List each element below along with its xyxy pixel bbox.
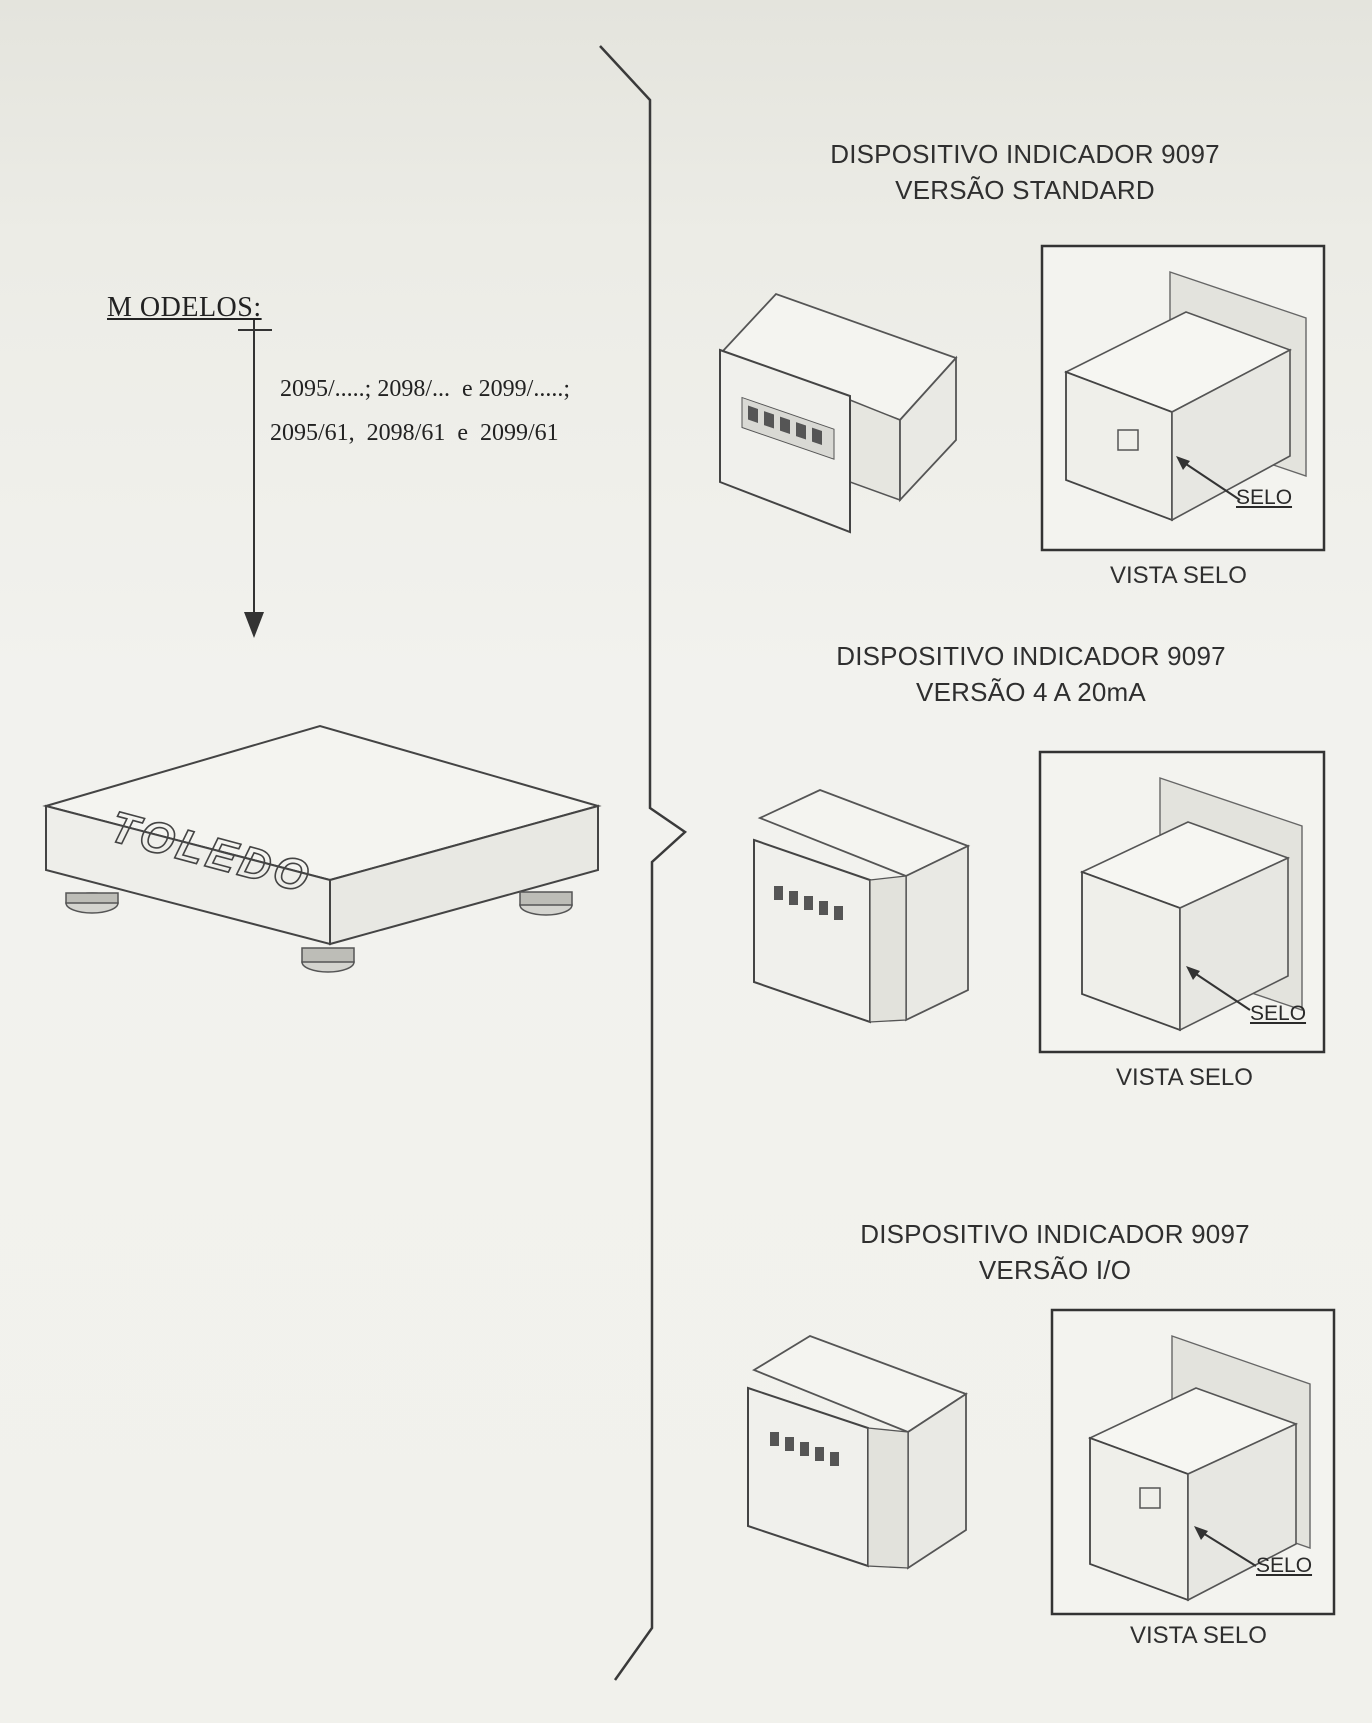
indicator-front-view-3 [747, 1335, 968, 1570]
models-line-2: 2095/61, 2098/61 e 2099/61 [270, 420, 559, 446]
indicator-2-version: VERSÃO 4 A 20mA [916, 677, 1146, 707]
seal-label-3: SELO [1256, 1554, 1313, 1577]
seal-view-label-2: VISTA SELO [1116, 1064, 1253, 1091]
indicator-1-title: DISPOSITIVO INDICADOR 9097 [830, 139, 1220, 169]
models-title: M ODELOS: [107, 292, 262, 323]
indicator-2-title: DISPOSITIVO INDICADOR 9097 [836, 641, 1226, 671]
models-line-1: 2095/.....; 2098/... e 2099/.....; [280, 376, 570, 402]
seal-view-box-1 [1040, 244, 1326, 552]
seal-view-box-3 [1050, 1308, 1336, 1616]
brace-line [599, 45, 688, 1681]
indicator-front-view-2 [753, 789, 971, 1024]
indicator-3-title: DISPOSITIVO INDICADOR 9097 [860, 1219, 1250, 1249]
indicator-3-heading: DISPOSITIVO INDICADOR 9097 VERSÃO I/O [860, 1216, 1250, 1288]
seal-label-1: SELO [1236, 486, 1293, 509]
platform-scale-drawing: TOLEDO [42, 724, 602, 973]
indicator-front-view-1 [719, 292, 958, 534]
seal-view-label-3: VISTA SELO [1130, 1622, 1267, 1649]
model-arrowhead [244, 612, 264, 638]
indicator-2-heading: DISPOSITIVO INDICADOR 9097 VERSÃO 4 A 20… [836, 638, 1226, 710]
seal-view-box-2 [1038, 750, 1326, 1054]
indicator-1-version: VERSÃO STANDARD [895, 175, 1155, 205]
indicator-3-version: VERSÃO I/O [978, 1255, 1132, 1285]
indicator-1-heading: DISPOSITIVO INDICADOR 9097 VERSÃO STANDA… [830, 136, 1220, 208]
seal-label-2: SELO [1250, 1002, 1307, 1025]
seal-view-label-1: VISTA SELO [1110, 562, 1247, 589]
